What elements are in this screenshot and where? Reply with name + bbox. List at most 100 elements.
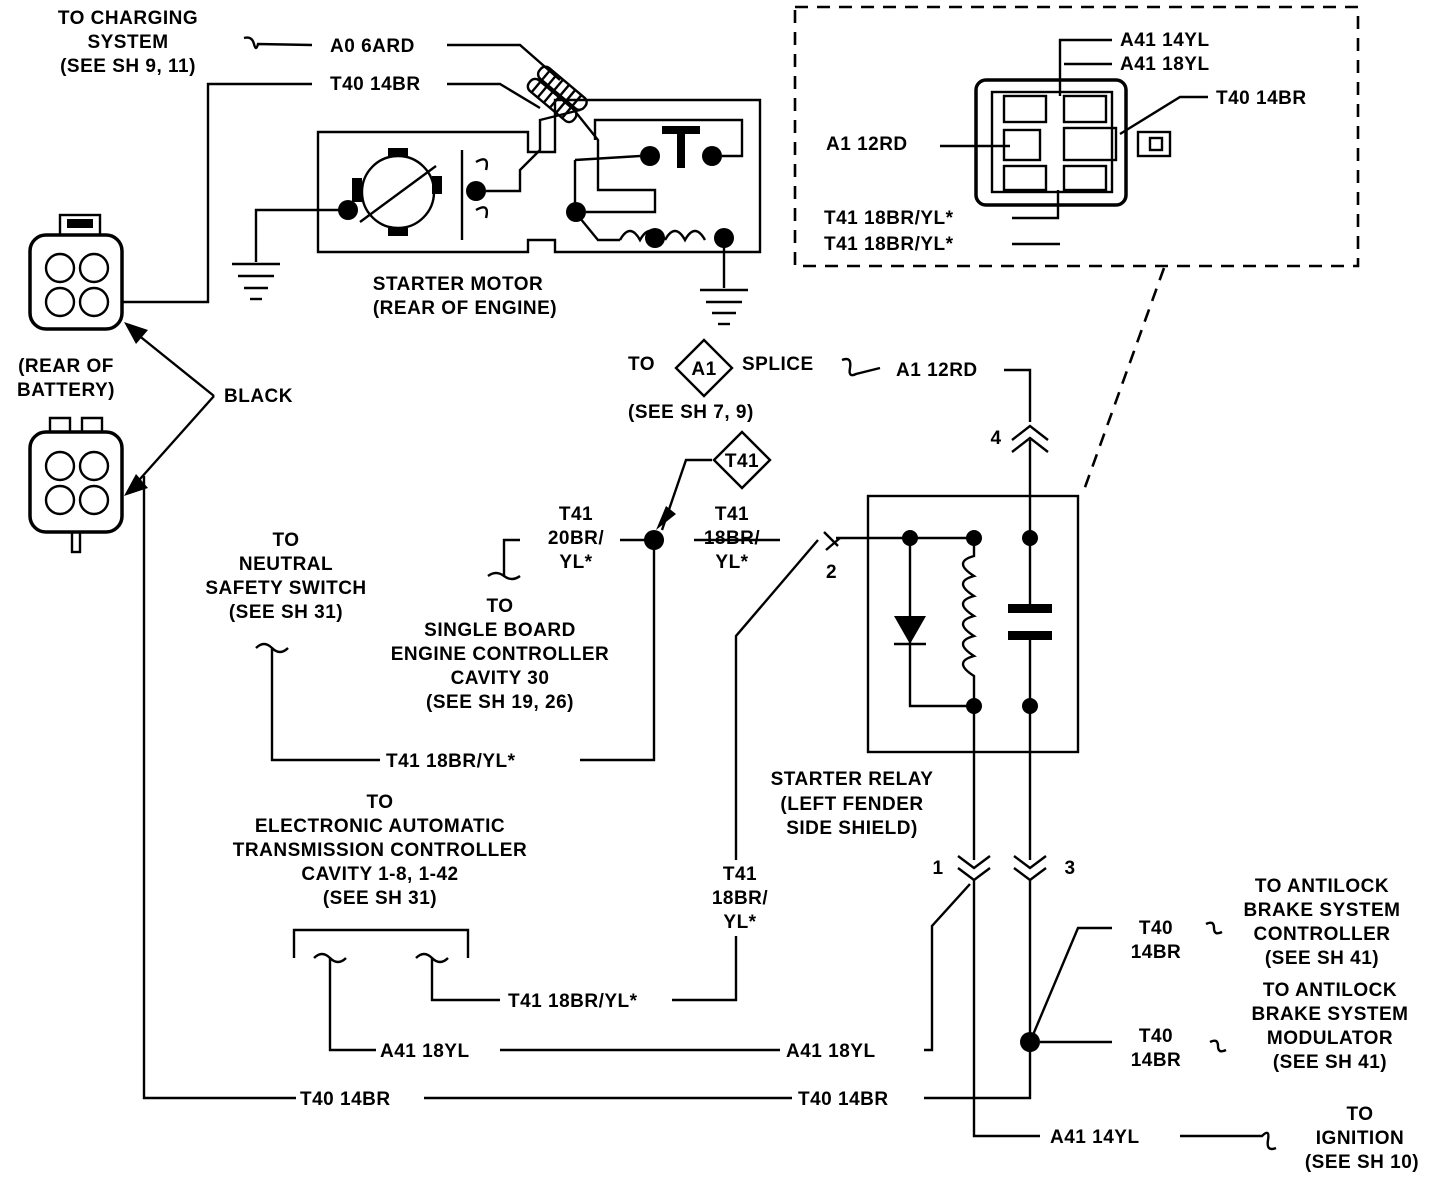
abs-modulator-label-2: BRAKE SYSTEM	[1252, 1004, 1409, 1025]
wire-t40-battery	[142, 476, 296, 1100]
ignition-label: TO	[1346, 1104, 1373, 1125]
t41-leader	[660, 458, 712, 531]
detail-callout-line	[1082, 267, 1166, 491]
wire-t40-14br-right	[924, 880, 1032, 1100]
wire-t41-eatc	[415, 952, 500, 1002]
wire-label-a1-12rd: A1 12RD	[896, 360, 978, 381]
abs-modulator-break	[1209, 1039, 1227, 1053]
wire-a41-18yl-right	[924, 883, 971, 1052]
abs-controller-break	[1205, 921, 1223, 935]
abs-controller-wire: T40	[1139, 918, 1173, 939]
wire-a0-6ard	[447, 43, 561, 81]
battery-connector-top	[28, 213, 124, 331]
abs-controller-wire-2: 14BR	[1131, 942, 1182, 963]
splice-label: SPLICE	[742, 354, 814, 375]
wire-pin2-down	[734, 539, 819, 860]
wire-to-abs-controller	[1028, 926, 1112, 1043]
t41-vertical-label: T41	[723, 864, 757, 885]
relay-pin-2: 2	[826, 562, 837, 583]
svg-text:SYSTEM: SYSTEM	[87, 32, 168, 53]
black-label: BLACK	[224, 386, 293, 407]
wire-label-t40-right: T40 14BR	[798, 1089, 889, 1110]
arrow-icon	[124, 474, 148, 496]
sbec-label-4: CAVITY 30	[451, 668, 550, 689]
t41-vertical-label-2: 18BR/	[712, 888, 769, 909]
wire-label-t41-eatc: T41 18BR/YL*	[508, 991, 638, 1012]
connector-chevron-pin4	[1011, 424, 1049, 453]
battery-connector-bottom	[28, 416, 124, 554]
eatc-label-5: (SEE SH 31)	[323, 888, 437, 909]
nss-label-2: NEUTRAL	[239, 554, 333, 575]
wire-a41-18yl-left	[313, 952, 376, 1052]
t41-left-label-3: YL*	[559, 552, 592, 573]
detail-wire	[1012, 190, 1060, 220]
wire-t41-to-nss	[580, 540, 656, 762]
eatc-label: TO	[366, 792, 393, 813]
abs-modulator-label-4: (SEE SH 41)	[1273, 1052, 1387, 1073]
arrow-icon	[656, 506, 676, 530]
splice-to: TO	[628, 354, 655, 375]
starter-relay-location: (LEFT FENDER	[780, 794, 923, 815]
svg-text:A1: A1	[691, 359, 716, 380]
wire-t40-to-battery	[122, 82, 312, 304]
sbec-label-5: (SEE SH 19, 26)	[426, 692, 574, 713]
starter-relay-location-2: SIDE SHIELD)	[786, 818, 918, 839]
charging-break-symbol	[243, 36, 313, 50]
nss-label: TO	[272, 530, 299, 551]
t41-right-label-2: 18BR/	[704, 528, 761, 549]
wire-label-a41-left: A41 18YL	[380, 1041, 470, 1062]
starter-motor-label: STARTER MOTOR	[373, 274, 543, 295]
battery-label-2: BATTERY)	[17, 380, 115, 401]
wire-label-t41-nss: T41 18BR/YL*	[386, 751, 516, 772]
ground-icon	[232, 262, 280, 301]
detail-t41-a: T41 18BR/YL*	[824, 208, 954, 229]
splice-see: (SEE SH 7, 9)	[628, 402, 754, 423]
ignition-break-symbol	[1180, 1131, 1277, 1151]
arrow-icon	[124, 322, 148, 344]
sbec-label-2: SINGLE BOARD	[424, 620, 576, 641]
black-leader-lines	[131, 329, 215, 489]
wire-label-a41-14yl: A41 14YL	[1050, 1127, 1140, 1148]
wire-t41-vertical	[672, 936, 738, 1002]
detail-wire	[1058, 38, 1112, 96]
svg-text:T41: T41	[725, 451, 759, 472]
eatc-label-4: CAVITY 1-8, 1-42	[301, 864, 458, 885]
eatc-label-3: TRANSMISSION CONTROLLER	[233, 840, 527, 861]
nss-label-3: SAFETY SWITCH	[205, 578, 366, 599]
detail-wire	[1119, 95, 1208, 136]
svg-text:TO CHARGING: TO CHARGING	[58, 8, 198, 29]
detail-a41-18yl: A41 18YL	[1120, 54, 1210, 75]
splice-break-symbol	[841, 357, 881, 377]
wire-label-a0-6ard: A0 6ARD	[330, 36, 415, 57]
relay-connector-face	[974, 78, 1172, 207]
t41-vertical-label-3: YL*	[723, 912, 756, 933]
abs-modulator-wire: T40	[1139, 1026, 1173, 1047]
t41-right-label: T41	[715, 504, 749, 525]
starter-relay-label: STARTER RELAY	[771, 769, 934, 790]
detail-t41-b: T41 18BR/YL*	[824, 234, 954, 255]
t41-left-label-2: 20BR/	[548, 528, 605, 549]
abs-controller-label-2: BRAKE SYSTEM	[1244, 900, 1401, 921]
battery-label: (REAR OF	[18, 356, 114, 377]
starter-motor	[316, 98, 762, 254]
t41-right-label-3: YL*	[715, 552, 748, 573]
eatc-connector-bracket	[292, 928, 470, 958]
ignition-label-2: IGNITION	[1316, 1128, 1404, 1149]
detail-a1-12rd: A1 12RD	[826, 134, 908, 155]
abs-modulator-label: TO ANTILOCK	[1263, 980, 1397, 1001]
connector-chevron-pin2	[823, 531, 841, 551]
t41-diamond-icon: T41	[712, 430, 772, 490]
detail-a41-14yl: A41 14YL	[1120, 30, 1210, 51]
relay-internals	[836, 530, 1052, 714]
wire-label-a41-right: A41 18YL	[786, 1041, 876, 1062]
abs-controller-label: TO ANTILOCK	[1255, 876, 1389, 897]
wire-a41-14yl	[972, 880, 1040, 1138]
t41-left-label: T41	[559, 504, 593, 525]
eatc-label-2: ELECTRONIC AUTOMATIC	[255, 816, 505, 837]
wire-label-t40-left: T40 14BR	[300, 1089, 391, 1110]
abs-controller-label-3: CONTROLLER	[1254, 924, 1391, 945]
abs-modulator-wire-2: 14BR	[1131, 1050, 1182, 1071]
ignition-label-3: (SEE SH 10)	[1305, 1152, 1419, 1173]
connector-detail-box	[793, 5, 1360, 268]
